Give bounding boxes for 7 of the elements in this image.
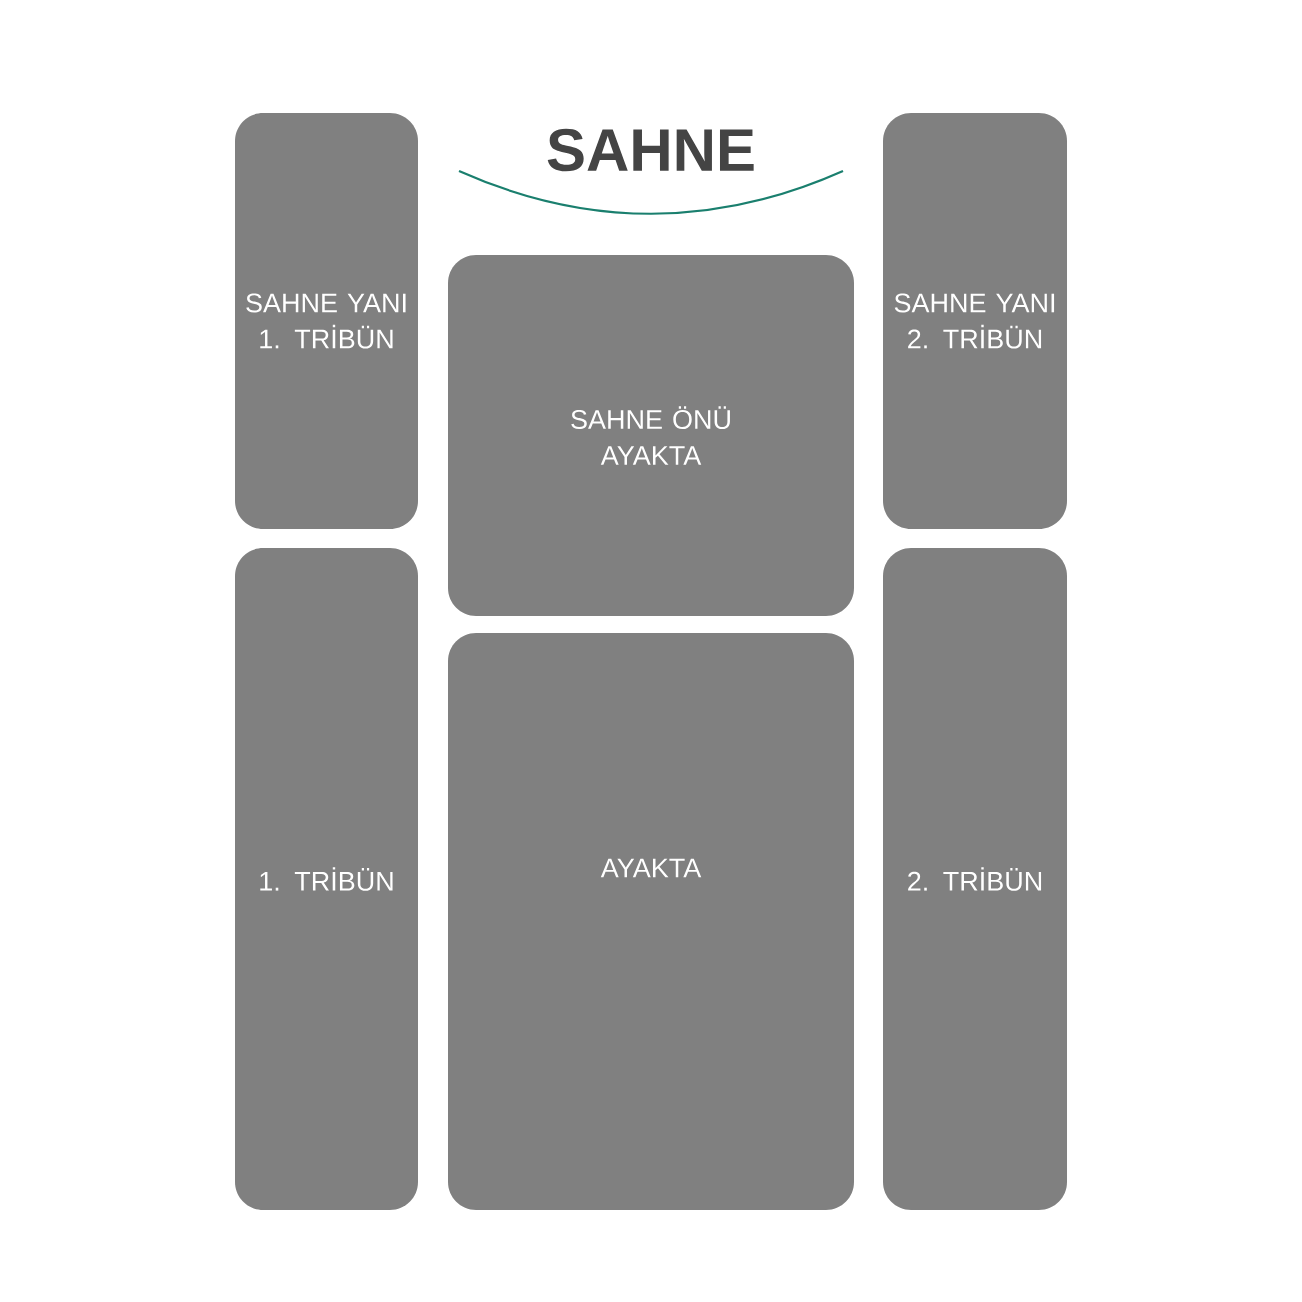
seating-zone: 2. TRİBÜN bbox=[883, 548, 1067, 1210]
seating-zone: SAHNE YANI 1. TRİBÜN bbox=[235, 113, 418, 529]
seating-zone: AYAKTA bbox=[448, 633, 854, 1210]
seating-zone: SAHNE ÖNÜ AYAKTA bbox=[448, 255, 854, 616]
seating-zone: 1. TRİBÜN bbox=[235, 548, 418, 1210]
seating-zone: SAHNE YANI 2. TRİBÜN bbox=[883, 113, 1067, 529]
stage-label: SAHNE bbox=[547, 128, 754, 172]
